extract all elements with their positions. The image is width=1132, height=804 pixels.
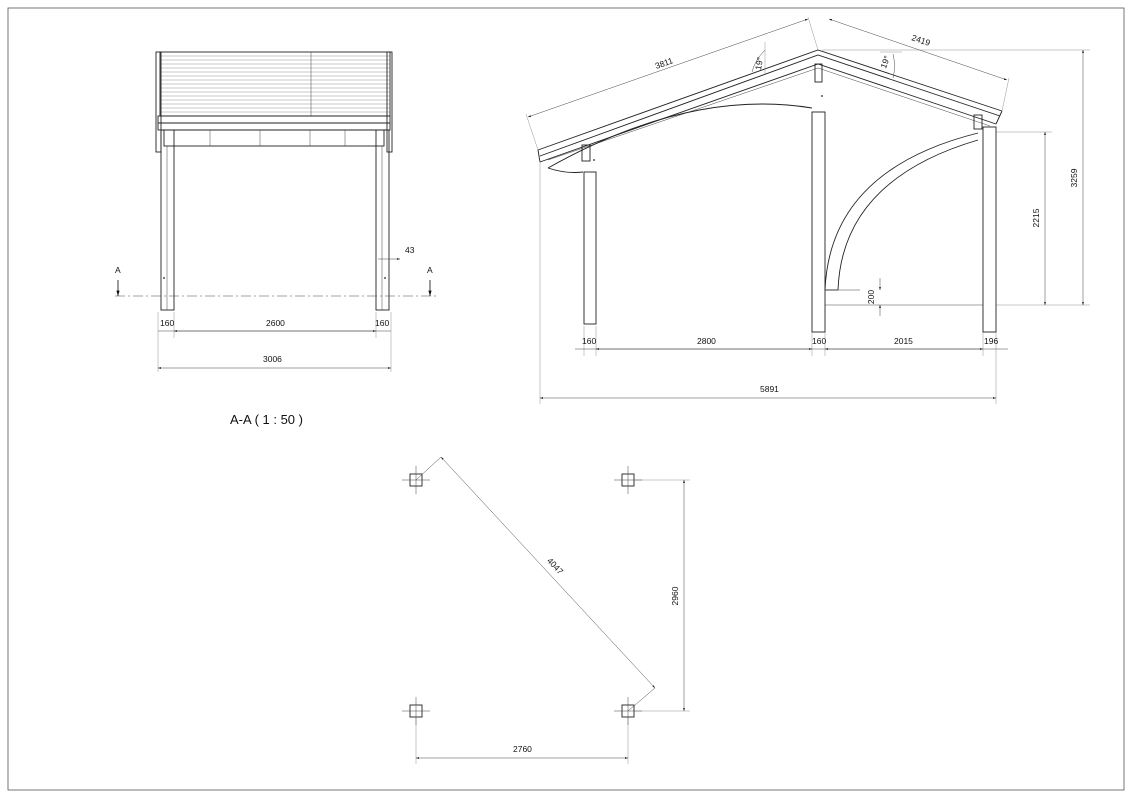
dim-rafter-right: 2419	[910, 32, 931, 48]
dim-depth: 2960	[670, 586, 680, 605]
dim-rafter-left: 3811	[654, 55, 675, 71]
dim-clear-height: 2215	[1031, 208, 1041, 227]
dim-section-post-a: 160	[582, 336, 596, 346]
front-post-right	[375, 129, 390, 311]
dim-section-post-b: 160	[812, 336, 826, 346]
roof-slats	[160, 55, 390, 113]
dim-offset: 43	[405, 245, 415, 255]
dim-base-height: 200	[866, 290, 876, 304]
section-view: 3259 2215 200 3811 2419 19° 19°	[525, 16, 1090, 404]
section-marker-right: A	[427, 265, 433, 275]
section-post-middle	[811, 111, 826, 333]
section-caption: A-A ( 1 : 50 )	[230, 412, 303, 427]
dim-overall-height: 3259	[1069, 168, 1079, 187]
dim-front-post-left: 160	[160, 318, 174, 328]
sheet-border	[7, 7, 1125, 791]
dim-section-overall-length: 5891	[760, 384, 779, 394]
dim-section-post-c: 196	[984, 336, 998, 346]
front-view: A A 43 160 2600 160 3006	[115, 51, 437, 372]
dim-angle-left: 19°	[753, 56, 765, 70]
dim-section-span-b: 2015	[894, 336, 913, 346]
dim-width: 2760	[513, 744, 532, 754]
dim-angle-right: 19°	[878, 54, 892, 70]
foundation-plan: 4047 2960 2760	[402, 456, 690, 764]
front-post-left	[160, 129, 175, 311]
dim-diagonal: 4047	[545, 556, 565, 577]
dim-front-overall-width: 3006	[263, 354, 282, 364]
dim-front-clear-span: 2600	[266, 318, 285, 328]
section-post-left	[583, 171, 597, 325]
dim-front-post-right: 160	[375, 318, 389, 328]
footing-bottom-left	[402, 697, 430, 725]
section-marker-left: A	[115, 265, 121, 275]
section-post-right	[982, 126, 997, 333]
dim-section-span-a: 2800	[697, 336, 716, 346]
